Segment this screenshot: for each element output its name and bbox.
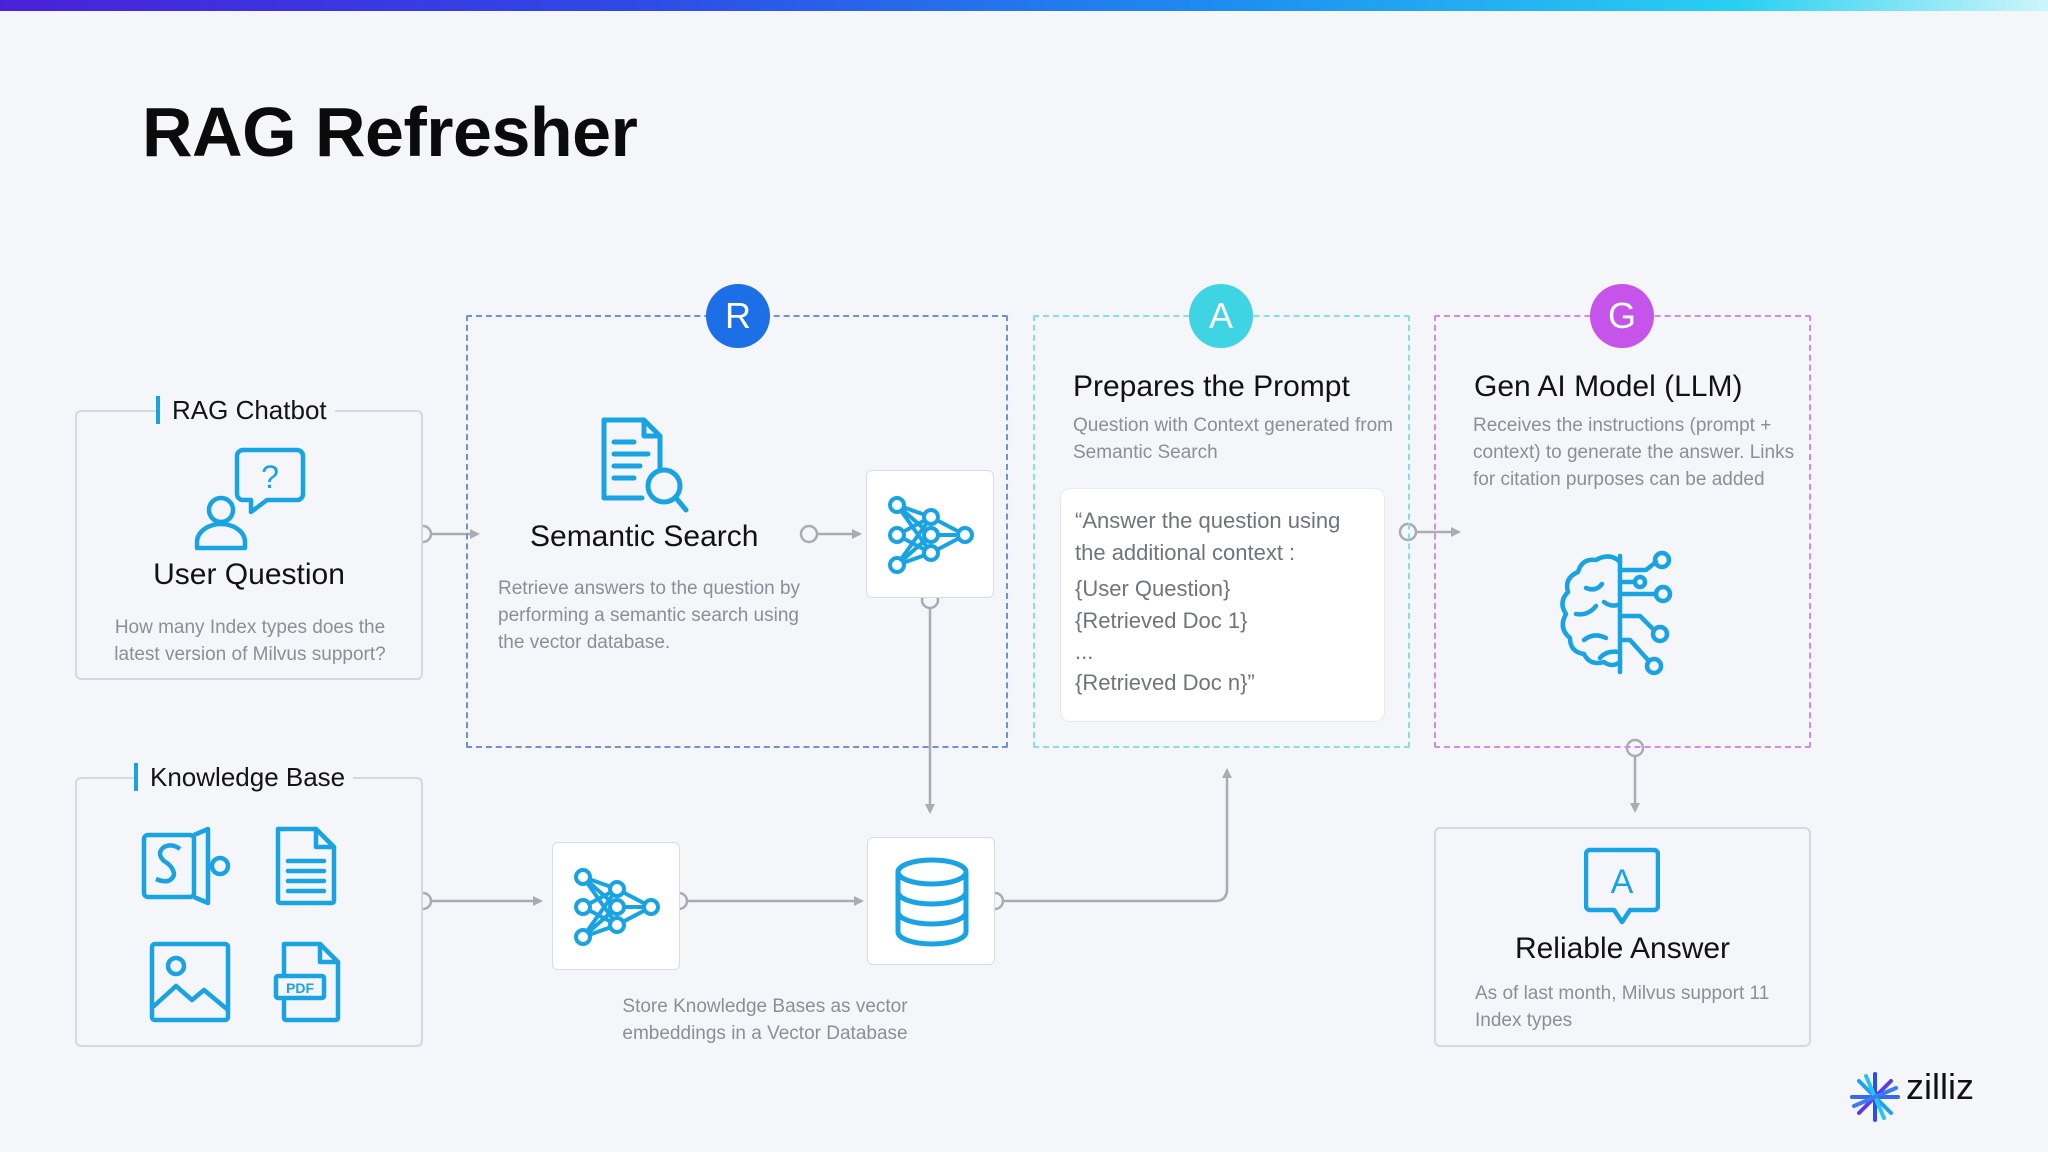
prompt-line: {Retrieved Doc n}” [1075, 670, 1255, 695]
semantic-search-icon [601, 417, 689, 513]
augment-badge: A [1189, 284, 1253, 348]
answer-badge-letter: A [1611, 863, 1634, 901]
neural-network-icon [574, 868, 660, 946]
vector-database-tile [867, 837, 995, 965]
prompt-line: the additional context : [1075, 540, 1296, 565]
user-question-text: How many Index types does the latest ver… [114, 617, 386, 665]
zilliz-logo-icon [1850, 1072, 1900, 1122]
prompt-line: “Answer the question using [1075, 508, 1341, 533]
prompt-template-card: “Answer the question using the additiona… [1060, 488, 1385, 722]
image-icon [149, 941, 231, 1023]
gen-ai-model-heading: Gen AI Model (LLM) [1474, 370, 1743, 403]
prompt-line: {Retrieved Doc 1} [1075, 608, 1248, 633]
prepares-prompt-heading: Prepares the Prompt [1073, 370, 1350, 403]
user-question-heading: User Question [153, 558, 345, 591]
embedding-model-tile-top [866, 470, 994, 598]
answer-chat-icon: A [1584, 847, 1660, 925]
gen-ai-model-text: Receives the instructions (prompt + cont… [1473, 415, 1795, 490]
user-question-icon: ? [194, 447, 306, 551]
semantic-search-text: Retrieve answers to the question by perf… [498, 578, 801, 653]
generate-badge: G [1590, 284, 1654, 348]
page-title: RAG Refresher [142, 93, 638, 171]
knowledge-base-box [75, 777, 423, 1047]
pdf-icon: PDF [273, 941, 341, 1023]
prompt-line: ... [1075, 639, 1094, 664]
vector-db-caption: Store Knowledge Bases as vector embeddin… [622, 996, 908, 1044]
embedding-model-tile-bottom [552, 842, 680, 970]
retrieve-badge: R [706, 284, 770, 348]
sharepoint-icon [141, 826, 231, 906]
database-icon [895, 857, 969, 947]
rag-chatbot-label: RAG Chatbot [156, 396, 335, 424]
zilliz-logo-text: zilliz [1906, 1066, 1974, 1107]
arrow-db-to-prompt [1003, 768, 1232, 903]
document-icon [275, 826, 337, 906]
prepares-prompt-text: Question with Context generated from Sem… [1073, 415, 1394, 463]
ai-brain-icon [1560, 550, 1673, 676]
reliable-answer-box [1434, 827, 1811, 1047]
knowledge-base-label: Knowledge Base [134, 763, 354, 791]
svg-text:?: ? [261, 459, 279, 495]
reliable-answer-heading: Reliable Answer [1514, 932, 1731, 965]
semantic-search-heading: Semantic Search [530, 520, 759, 553]
pdf-icon-text: PDF [286, 980, 314, 996]
neural-network-icon [888, 496, 974, 574]
top-gradient-bar [0, 0, 2048, 11]
reliable-answer-text: As of last month, Milvus support 11 Inde… [1475, 983, 1770, 1031]
rag-chatbot-box [75, 410, 423, 680]
prompt-line: {User Question} [1075, 576, 1231, 601]
